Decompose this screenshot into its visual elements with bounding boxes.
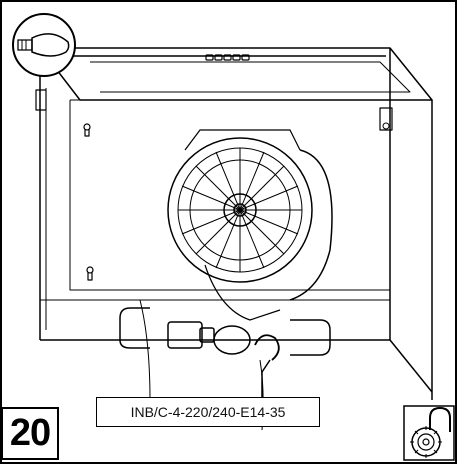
bulb-part-label-text: INB/C-4-220/240-E14-35	[130, 404, 286, 420]
blower-motor	[167, 129, 333, 321]
padlock-gear-icon	[403, 405, 455, 461]
blower-blades	[178, 148, 302, 272]
step-number: 20	[9, 412, 51, 454]
keyhole-slots	[83, 123, 94, 281]
control-buttons	[205, 54, 250, 61]
range-hood	[35, 47, 433, 431]
bulb-part-label: INB/C-4-220/240-E14-35	[96, 397, 320, 427]
lamp-socket	[167, 321, 280, 373]
e14-bulb-icon	[12, 13, 76, 77]
step-number-box: 20	[1, 407, 59, 460]
